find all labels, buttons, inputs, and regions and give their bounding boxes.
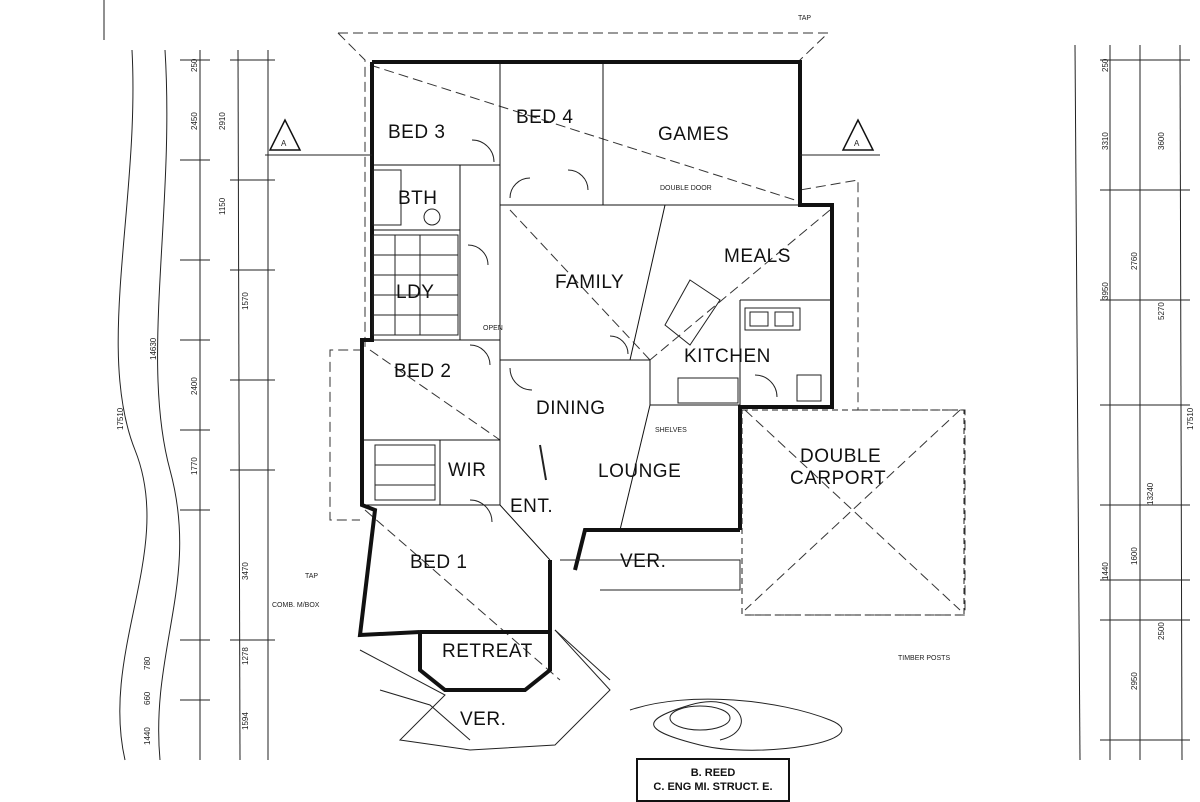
dim-left-tick-9: 1594 — [241, 712, 250, 730]
room-kitchen: KITCHEN — [684, 346, 771, 367]
note-shelves: SHELVES — [655, 427, 687, 434]
note-tap-left: TAP — [305, 573, 318, 580]
dim-right-tick-8: 1600 — [1130, 547, 1139, 565]
dim-right-tick-4: 3950 — [1101, 282, 1110, 300]
note-tap-top: TAP — [798, 15, 811, 22]
dim-left-outer: 17510 — [116, 407, 125, 430]
signature — [629, 698, 843, 751]
dim-left-inner: 14630 — [149, 337, 158, 360]
note-comb-mbox: COMB. M/BOX — [272, 602, 320, 609]
door-swings — [467, 139, 778, 523]
left-dimension-lines — [103, 0, 275, 761]
dim-left-tick-0: 250 — [190, 58, 199, 72]
dim-left-tick-6: 1770 — [190, 457, 199, 475]
room-double: DOUBLE — [800, 446, 881, 467]
room-carport: CARPORT — [790, 468, 886, 489]
dim-right-tick-7: 1440 — [1101, 562, 1110, 580]
svg-text:A: A — [281, 139, 287, 148]
dim-right-outer: 17510 — [1186, 407, 1195, 430]
dim-right-tick-1: 3310 — [1101, 132, 1110, 150]
section-marker-right: A — [800, 118, 880, 156]
right-dimension-lines — [1074, 44, 1190, 761]
room-wir: WIR — [448, 460, 486, 481]
room-labels: BED 3 BED 4 GAMES BTH LDY FAMILY MEALS K… — [388, 107, 886, 730]
room-bed3: BED 3 — [388, 122, 445, 143]
dim-left-tick-8: 1278 — [241, 647, 250, 665]
room-ver-bottom: VER. — [460, 709, 506, 730]
title-block-credentials: C. ENG MI. STRUCT. E. — [653, 781, 773, 793]
dim-right-inner: 13240 — [1146, 482, 1155, 505]
title-block: B. REED C. ENG MI. STRUCT. E. — [636, 758, 790, 802]
room-ent: ENT. — [510, 496, 553, 517]
dim-left-tick-7: 3470 — [241, 562, 250, 580]
retreat-bay — [359, 629, 611, 751]
dim-left-tick-5: 2400 — [190, 377, 199, 395]
room-retreat: RETREAT — [442, 641, 533, 662]
note-open: OPEN — [483, 325, 503, 332]
room-bed2: BED 2 — [394, 361, 451, 382]
room-games: GAMES — [658, 124, 729, 145]
kitchen-fixtures — [664, 279, 822, 404]
note-double-door: DOUBLE DOOR — [660, 185, 712, 192]
title-block-name: B. REED — [690, 767, 736, 779]
dim-left-tick-3: 1150 — [218, 197, 227, 215]
dim-left-tick-1: 2450 — [190, 112, 199, 130]
room-family: FAMILY — [555, 272, 624, 293]
note-timber-posts: TIMBER POSTS — [898, 655, 950, 662]
roof-outline — [329, 32, 966, 681]
dim-right-tick-2: 3600 — [1157, 132, 1166, 150]
dim-right-tick-9: 2500 — [1157, 622, 1166, 640]
room-lounge: LOUNGE — [598, 461, 681, 482]
dim-left-bottom-0: 1440 — [143, 727, 152, 745]
dim-right-tick-0: 250 — [1101, 58, 1110, 72]
section-marker-left: A — [265, 118, 372, 156]
svg-text:A: A — [854, 139, 860, 148]
plan-notes: OPEN SHELVES TAP TAP COMB. M/BOX DOUBLE … — [272, 15, 950, 662]
room-bed4: BED 4 — [516, 107, 573, 128]
room-ver-front: VER. — [620, 551, 666, 572]
laundry-fixtures — [372, 169, 459, 501]
dimension-labels: 17510 14630 17510 13240 250 2450 2910 11… — [116, 58, 1195, 745]
dim-left-tick-4: 1570 — [241, 292, 250, 310]
carport — [560, 409, 965, 616]
dim-right-tick-3: 2760 — [1130, 252, 1139, 270]
room-dining: DINING — [536, 398, 606, 419]
dim-right-tick-5: 5270 — [1157, 302, 1166, 320]
room-ldy: LDY — [396, 282, 434, 303]
room-bth: BTH — [398, 188, 438, 209]
dim-left-bottom-1: 660 — [143, 691, 152, 705]
internal-walls — [362, 62, 832, 561]
dim-left-bottom-2: 780 — [143, 656, 152, 670]
room-bed1: BED 1 — [410, 552, 467, 573]
dim-left-tick-2: 2910 — [218, 112, 227, 130]
dim-right-tick-6: 2950 — [1130, 672, 1139, 690]
room-meals: MEALS — [724, 246, 791, 267]
